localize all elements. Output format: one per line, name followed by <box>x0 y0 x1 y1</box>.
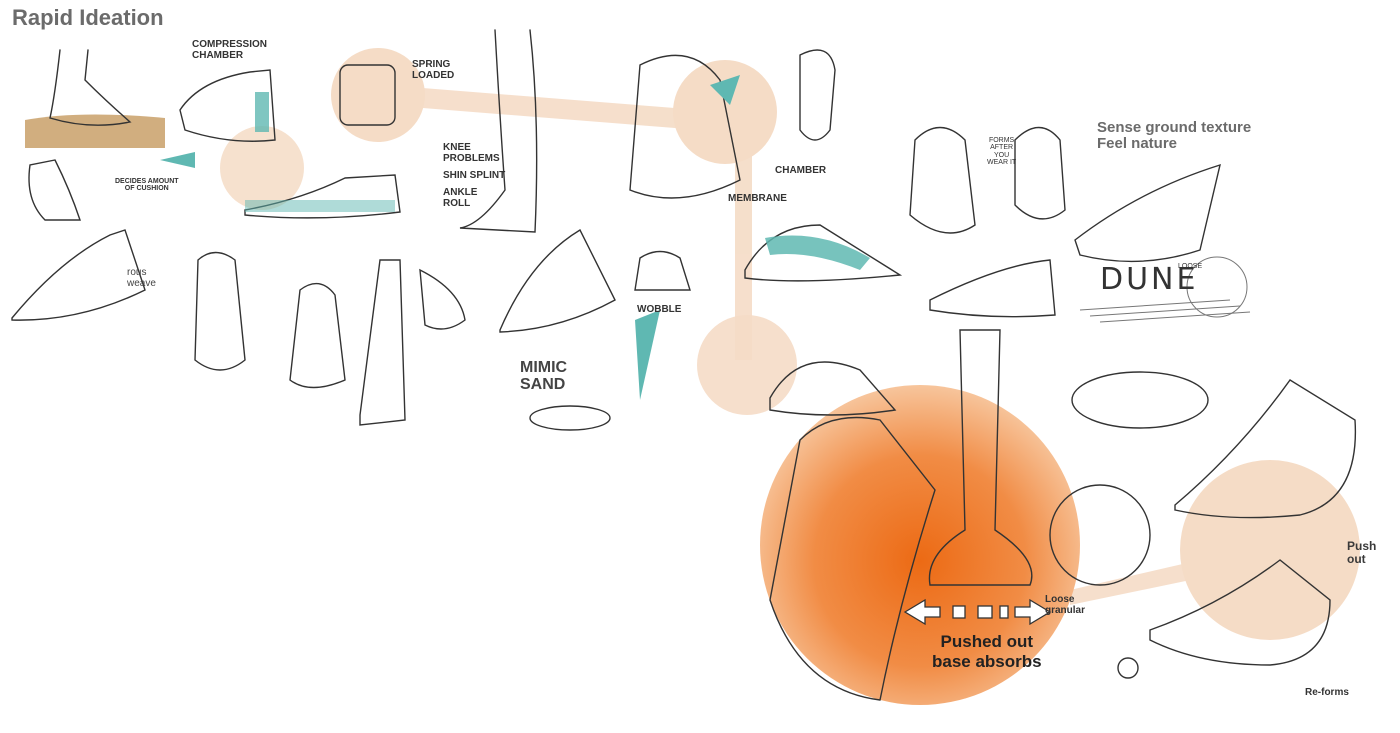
label-spring-loaded: SPRING LOADED <box>412 59 455 81</box>
label-porous-weave: rous weave <box>127 267 156 289</box>
label-decides-cushion: DECIDES AMOUNT OF CUSHION <box>115 178 179 193</box>
label-pushed-out: Pushed out base absorbs <box>932 632 1042 671</box>
label-loose: LOOSE <box>1178 263 1203 270</box>
label-knee-problems: KNEE PROBLEMS <box>443 142 500 164</box>
label-compression-chamber: COMPRESSION CHAMBER <box>192 39 268 61</box>
label-membrane: MEMBRANE <box>728 193 787 204</box>
dune-hatching <box>1079 256 1251 323</box>
teal-accents <box>160 75 870 400</box>
label-dune: DUNE <box>1100 262 1199 297</box>
label-loose-granular: Loose granular <box>1045 594 1086 616</box>
label-reforms: Re-forms <box>1305 687 1349 698</box>
page-title: Rapid Ideation <box>12 5 164 30</box>
label-sense-ground: Sense ground texture Feel nature <box>1097 119 1252 152</box>
label-chamber: CHAMBER <box>775 165 827 176</box>
push-arrows <box>903 598 1052 626</box>
label-push-out: Push out <box>1347 539 1377 566</box>
label-forms-after: FORMS AFTER YOU WEAR IT <box>987 137 1017 167</box>
label-mimic-sand: MIMIC SAND <box>520 359 568 393</box>
label-wobble: WOBBLE <box>637 304 682 315</box>
big-orange-circle <box>760 385 1080 705</box>
sand-ground <box>25 114 165 148</box>
label-shin-splint: SHIN SPLINT <box>443 170 506 181</box>
label-ankle-roll: ANKLE ROLL <box>443 187 478 209</box>
highlight-circles <box>220 48 1360 640</box>
sketch-strokes <box>11 29 1357 701</box>
